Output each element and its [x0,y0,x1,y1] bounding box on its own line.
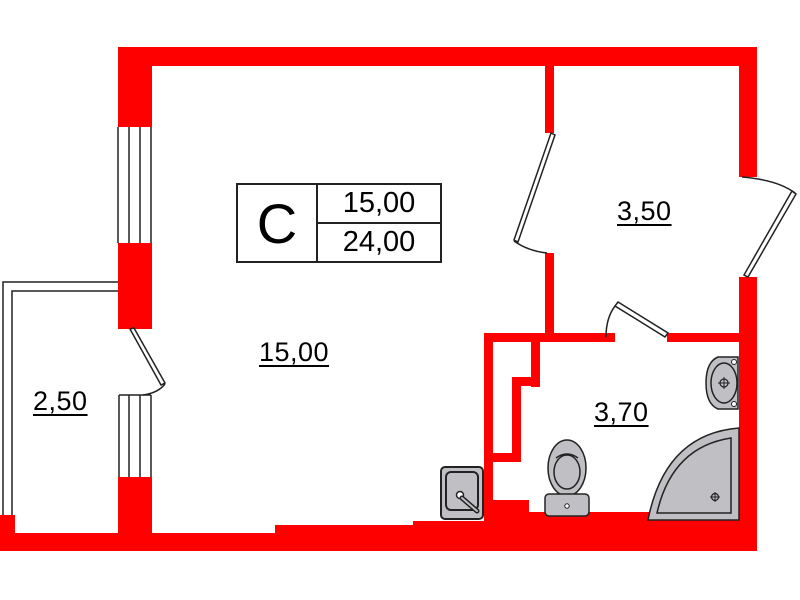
kitchen-sink-icon [440,466,484,520]
apartment-type-letter: C [238,185,318,261]
window-upper [117,127,152,243]
washbasin-icon [705,356,739,410]
hallway-door [513,131,556,254]
apartment-legend: C 15,00 24,00 [236,183,442,263]
balcony-area-label: 2,50 [33,386,88,416]
hallway-area-label: 3,50 [617,196,672,226]
living-area-value: 15,00 [342,187,416,219]
window-lower [118,394,152,477]
entrance-door [741,176,797,278]
walls [0,47,757,551]
balcony-railing [2,281,118,515]
corner-shower-icon [647,427,740,521]
bathroom-door [605,301,670,338]
bathroom-area-label: 3,70 [594,397,649,427]
toilet-icon [544,439,590,517]
balcony-door [128,327,167,396]
living-room-area-label: 15,00 [259,337,330,367]
total-area-value: 24,00 [318,222,440,261]
